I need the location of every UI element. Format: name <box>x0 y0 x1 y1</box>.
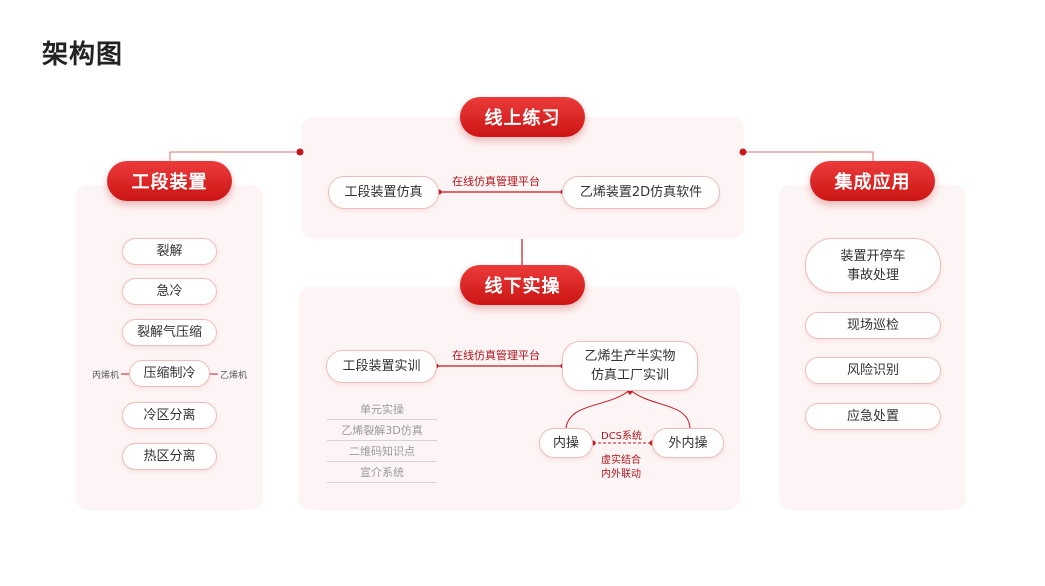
offline-sub-item-2: 二维码知识点 <box>327 445 437 462</box>
category-right-title: 集成应用 <box>810 161 935 201</box>
right-item-2: 应急处置 <box>805 403 941 430</box>
offline-factory-line1: 乙烯生产半实物 <box>584 349 676 364</box>
left-tag-ethylene: 乙烯机 <box>220 371 248 381</box>
right-item-startup-line2: 事故处理 <box>846 267 899 283</box>
offline-sub-item-0: 单元实操 <box>327 403 437 420</box>
combine-label-2: 内外联动 <box>601 469 641 480</box>
online-right-node: 乙烯装置2D仿真软件 <box>562 176 720 209</box>
left-item-0: 裂解 <box>122 238 217 265</box>
left-item-4: 冷区分离 <box>122 402 217 429</box>
outer-operation-node: 外内操 <box>652 428 724 458</box>
connector-dot-right <box>739 148 747 156</box>
offline-left-node: 工段装置实训 <box>326 350 437 383</box>
right-item-0: 现场巡检 <box>805 312 941 339</box>
left-item-2: 裂解气压缩 <box>122 319 217 346</box>
offline-factory-node: 乙烯生产半实物 仿真工厂实训 <box>562 341 698 391</box>
category-left-title: 工段装置 <box>107 161 232 201</box>
right-item-startup: 装置开停车 事故处理 <box>805 238 941 293</box>
online-left-node: 工段装置仿真 <box>328 176 439 209</box>
connector-right <box>743 151 874 163</box>
left-item-5: 热区分离 <box>122 443 217 470</box>
offline-sub-item-1: 乙烯裂解3D仿真 <box>327 424 437 441</box>
inner-operation-node: 内操 <box>539 428 593 458</box>
category-offline-title: 线下实操 <box>460 265 585 305</box>
branch-inner <box>565 389 631 429</box>
right-item-startup-line1: 装置开停车 <box>840 248 906 264</box>
online-edge-label: 在线仿真管理平台 <box>452 175 540 188</box>
combine-label-1: 虚实结合 <box>601 455 641 466</box>
offline-panel <box>298 287 740 510</box>
right-item-1: 风险识别 <box>805 357 941 384</box>
dcs-label: DCS系统 <box>601 431 643 442</box>
left-tag-propylene: 丙烯机 <box>92 371 120 381</box>
left-item-1: 急冷 <box>122 278 217 305</box>
branch-outer <box>629 389 691 429</box>
left-item-3: 压缩制冷 <box>129 360 210 387</box>
offline-edge-label: 在线仿真管理平台 <box>452 349 540 362</box>
page-title: 架构图 <box>42 40 124 70</box>
offline-factory-line2: 仿真工厂实训 <box>590 368 669 383</box>
category-online-title: 线上练习 <box>460 97 585 137</box>
connector-dot-left <box>296 148 304 156</box>
offline-sub-item-3: 宣介系统 <box>327 466 437 483</box>
connector-left <box>169 151 300 163</box>
